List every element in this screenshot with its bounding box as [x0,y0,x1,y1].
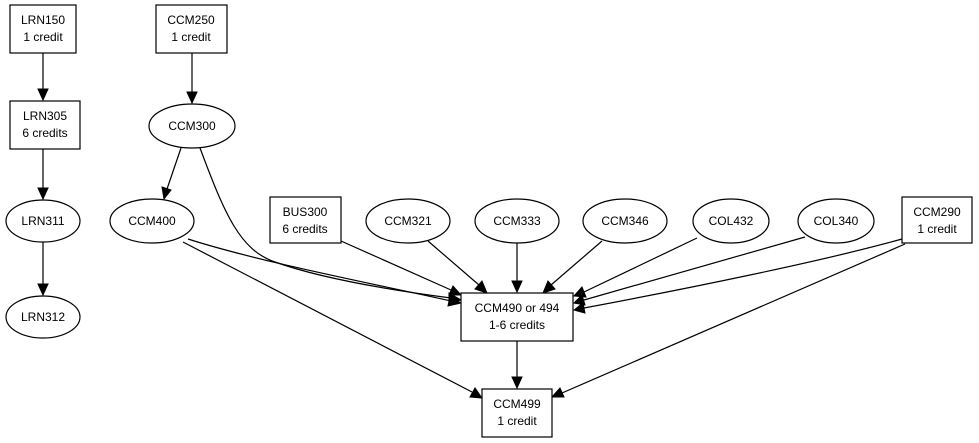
node-credits: 1 credit [171,30,211,44]
node-lrn311[interactable]: LRN311 [5,199,81,243]
edge-ccm333-ccm490 [511,243,523,294]
node-credits: 6 credits [22,126,67,140]
edge-ccm250-ccm300 [186,53,198,105]
node-ccm490[interactable]: CCM490 or 494 1-6 credits [460,292,574,342]
edge-ccm321-ccm490 [427,240,488,294]
node-credits: 1 credit [917,222,957,236]
node-credits: 1 credit [23,30,63,44]
node-lrn150[interactable]: LRN150 1 credit [9,4,77,54]
node-credits: 1 credit [497,414,537,428]
node-col340[interactable]: COL340 [797,198,875,244]
edge-col432-ccm490 [572,237,698,298]
node-label: CCM400 [128,214,176,228]
edge-ccm400-ccm499 [182,241,484,399]
edge-lrn150-lrn305 [37,53,49,102]
edge-lrn305-lrn311 [37,149,49,201]
node-label: CCM290 [913,205,961,219]
edge-lrn311-lrn312 [37,242,49,297]
node-label: COL432 [709,214,754,228]
node-lrn305[interactable]: LRN305 6 credits [9,100,81,150]
node-label: LRN312 [21,310,65,324]
node-label: CCM490 or 494 [475,301,560,315]
node-label: CCM499 [493,397,541,411]
node-col432[interactable]: COL432 [692,198,770,244]
node-ccm321[interactable]: CCM321 [365,198,451,244]
edge-col340-ccm490 [572,236,806,306]
node-ccm346[interactable]: CCM346 [582,198,668,244]
edge-ccm300-ccm400 [161,147,182,201]
node-ccm250[interactable]: CCM250 1 credit [155,4,228,54]
node-label: CCM300 [168,119,216,133]
node-credits: 1-6 credits [489,318,545,332]
node-label: LRN305 [23,109,67,123]
edge-bus300-ccm490 [340,240,463,296]
node-ccm333[interactable]: CCM333 [474,198,560,244]
node-label: LRN150 [21,13,65,27]
node-label: CCM333 [493,214,541,228]
node-label: CCM346 [601,214,649,228]
node-ccm499[interactable]: CCM499 1 credit [481,388,553,438]
node-label: BUS300 [283,205,328,219]
node-ccm290[interactable]: CCM290 1 credit [901,196,973,244]
node-credits: 6 credits [282,222,327,236]
node-ccm400[interactable]: CCM400 [109,198,195,244]
node-ccm300[interactable]: CCM300 [148,103,236,149]
edges [37,53,906,399]
node-lrn312[interactable]: LRN312 [5,295,81,339]
edge-ccm290-ccm499 [550,243,906,398]
node-bus300[interactable]: BUS300 6 credits [269,196,342,244]
node-label: LRN311 [21,214,64,228]
node-label: CCM321 [384,214,432,228]
node-label: COL340 [814,214,859,228]
edge-ccm346-ccm490 [542,240,603,294]
edge-ccm400-ccm490 [187,238,463,307]
node-label: CCM250 [167,13,215,27]
edge-ccm290-ccm490 [572,238,903,314]
edge-ccm490-ccm499 [511,341,523,390]
